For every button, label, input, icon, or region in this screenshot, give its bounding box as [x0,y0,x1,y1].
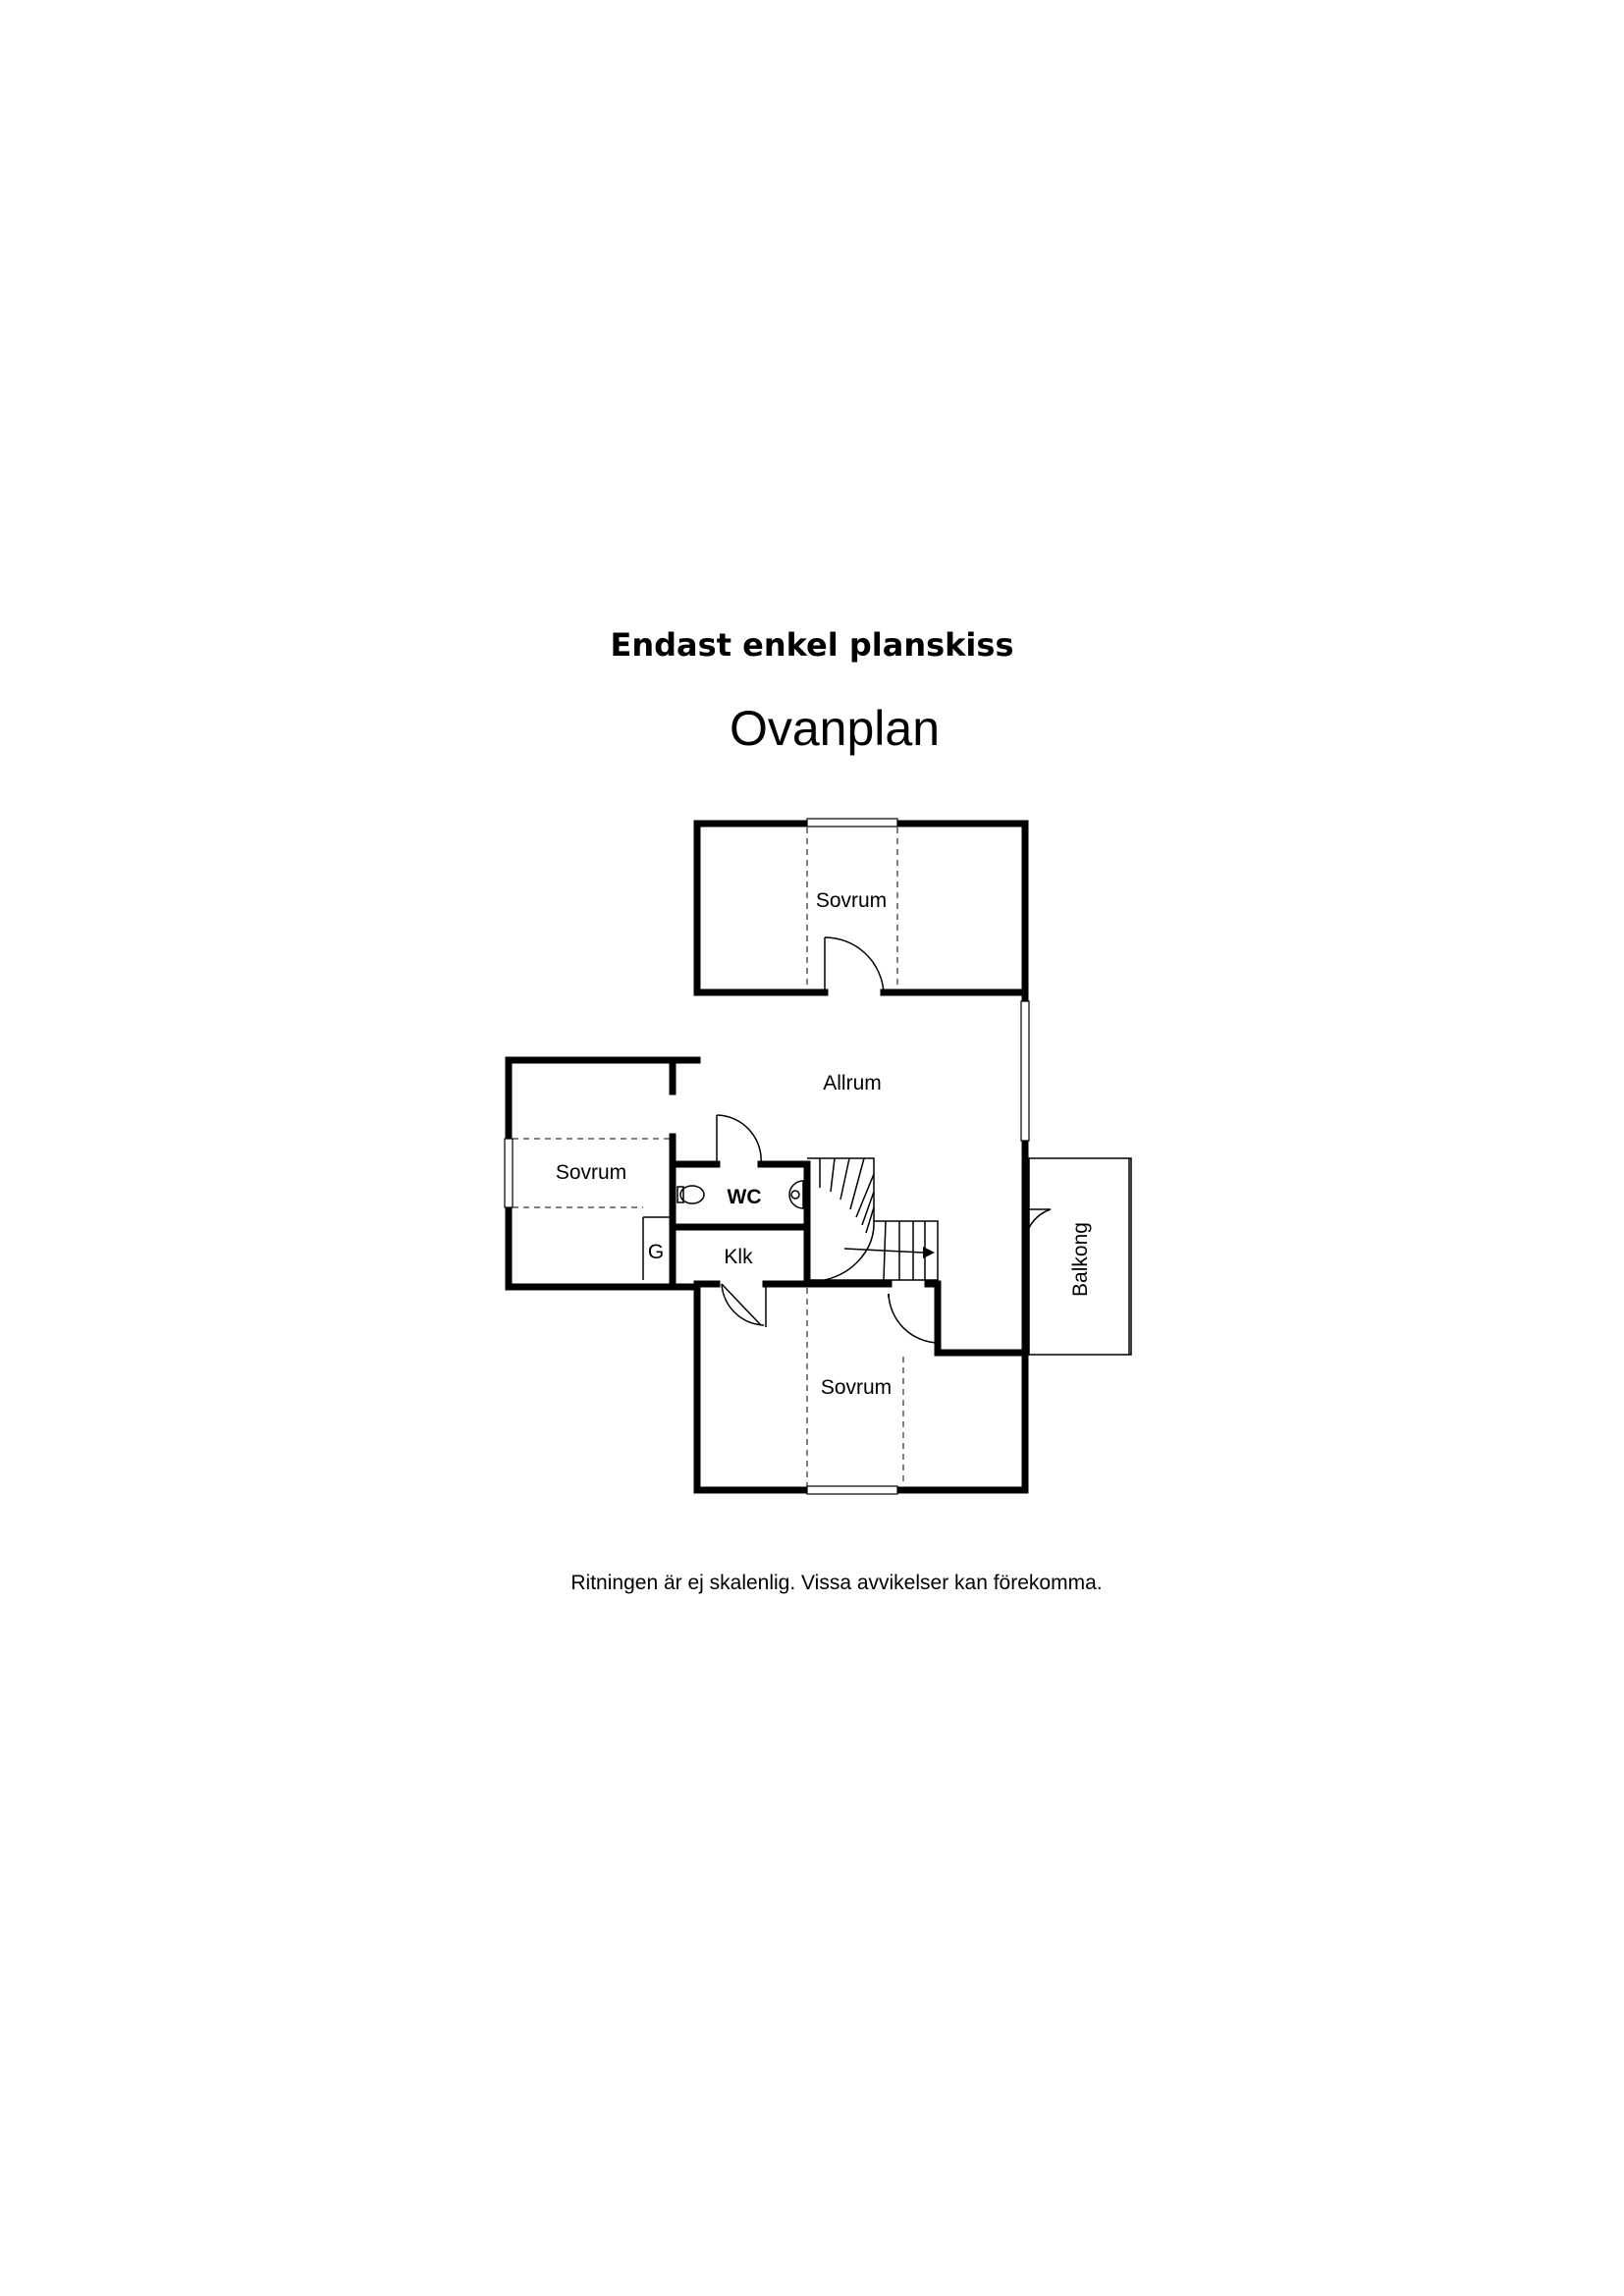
room-label-balkong: Balkong [1069,1222,1092,1297]
room-label-sovrum-top: Sovrum [816,889,887,912]
room-label-wc: WC [728,1186,762,1208]
room-label-allrum: Allrum [823,1072,882,1095]
page-title: Ovanplan [729,701,941,756]
sink-icon [788,1180,804,1209]
outer-walls [505,820,1029,1494]
balcony-outline [1028,1157,1132,1356]
windows [504,818,1030,1495]
page-subtitle: Endast enkel planskiss [610,626,1014,664]
toilet-icon [679,1185,705,1204]
interior-walls [642,988,1029,1357]
slope-lines [513,828,904,1486]
fixtures [677,1180,804,1209]
room-label-sovrum-bottom: Sovrum [821,1376,892,1399]
doors [716,936,1052,1344]
room-label-g: G [648,1241,664,1263]
disclaimer-text: Ritningen är ej skalenlig. Vissa avvikel… [570,1572,1103,1594]
room-label-klk: Klk [724,1246,753,1268]
staircase [807,1157,939,1281]
room-label-sovrum-left: Sovrum [556,1161,626,1184]
